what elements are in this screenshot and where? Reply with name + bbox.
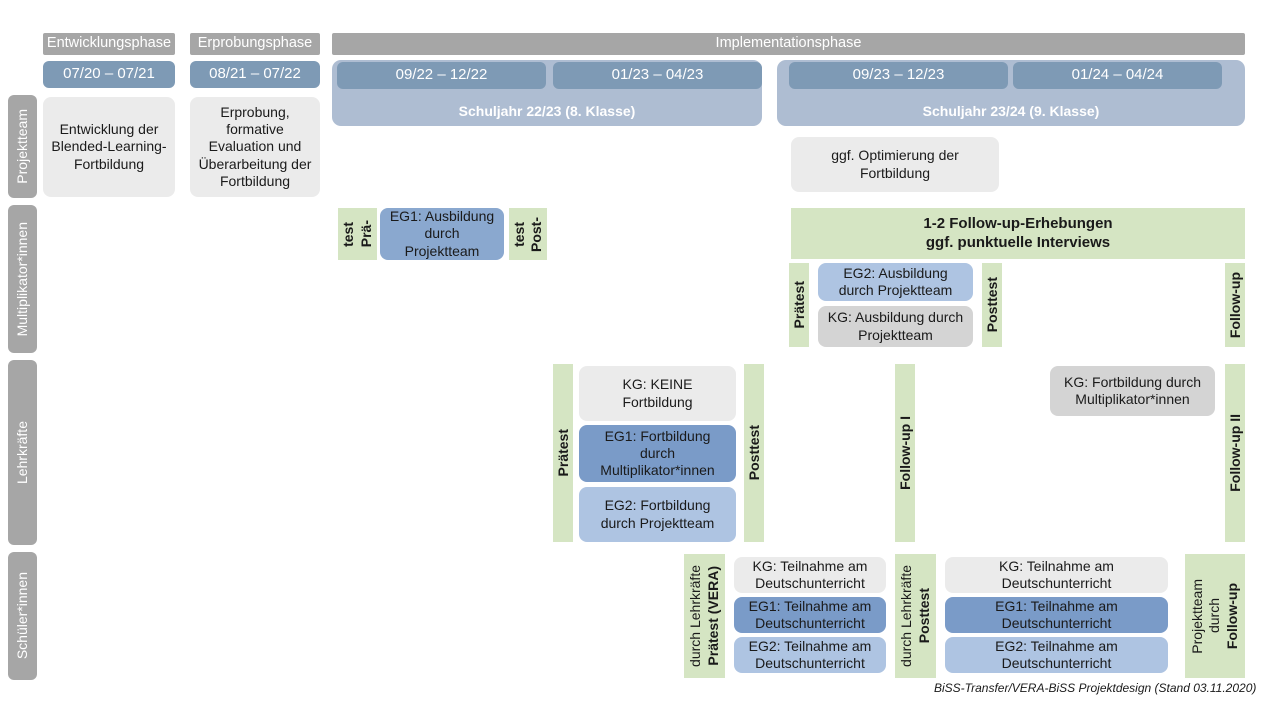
schueler-praetest-vera: Prätest (VERA) durch Lehrkräfte — [684, 554, 725, 678]
praetest-vera-bold: Prätest (VERA) — [704, 566, 721, 666]
multiplikatoren-posttest-2023: Posttest — [982, 263, 1002, 347]
multiplikatoren-followup-2023: Follow-up — [1225, 263, 1245, 347]
praetest-line1: Prä- — [357, 220, 374, 248]
lehrkraefte-kg-fortbildung-box: KG: Fortbildung durch Multiplikator*inne… — [1050, 366, 1215, 416]
projektteam-optimierung-box: ggf. Optimierung der Fortbildung — [791, 137, 999, 192]
period-label: 09/22 – 12/22 — [395, 66, 488, 84]
multiplikatoren-praetest-2022: Prä- test — [338, 208, 377, 260]
lehrkraefte-eg1-box: EG1: Fortbildung durch Multiplikator*inn… — [579, 425, 736, 482]
followup-sub2: Projektteam — [1189, 578, 1206, 654]
phase-caption-label: Implementationsphase — [715, 35, 862, 52]
posttest-sub: durch Lehrkräfte — [898, 565, 915, 667]
schueler-eg1-box-1: EG1: Teilnahme am Deutschunterricht — [734, 597, 886, 633]
period-label: 01/23 – 04/23 — [611, 66, 704, 84]
posttest-line2: test — [510, 221, 527, 247]
schueler-eg2-box-2: EG2: Teilnahme am Deutschunterricht — [945, 637, 1168, 673]
followup-sub1: durch — [1206, 598, 1223, 634]
multiplikatoren-followup-band: 1-2 Follow-up-Erhebungen ggf. punktuelle… — [791, 208, 1245, 259]
phase-caption-label: Erprobungsphase — [197, 35, 313, 52]
followup-band-line2: ggf. punktuelle Interviews — [925, 233, 1111, 251]
lehrkraefte-eg2-box: EG2: Fortbildung durch Projektteam — [579, 487, 736, 542]
period-label: 07/20 – 07/21 — [63, 65, 155, 83]
praetest-line2: test — [340, 221, 357, 247]
lehrkraefte-praetest: Prätest — [553, 364, 573, 542]
period-chip-0720-0721: 07/20 – 07/21 — [43, 61, 175, 88]
lehrkraefte-followup-1: Follow-up I — [895, 364, 915, 542]
posttest-line1: Post- — [528, 216, 544, 252]
followup-bold: Follow-up — [1223, 582, 1240, 650]
lehrkraefte-kg-keine-box: KG: KEINE Fortbildung — [579, 366, 736, 421]
period-chip-0923-1223: 09/23 – 12/23 — [789, 62, 1008, 89]
period-chip-0124-0424: 01/24 – 04/24 — [1013, 62, 1222, 89]
projektteam-erprobung-box: Erprobung, formative Evaluation und Über… — [190, 97, 320, 197]
period-label: 08/21 – 07/22 — [209, 65, 301, 83]
period-chip-0123-0423: 01/23 – 04/23 — [553, 62, 762, 89]
footer-note: BiSS-Transfer/VERA-BiSS Projektdesign (S… — [934, 681, 1257, 695]
schueler-eg2-box-1: EG2: Teilnahme am Deutschunterricht — [734, 637, 886, 673]
posttest-bold: Posttest — [915, 588, 932, 644]
multiplikatoren-posttest-2022: Post- test — [509, 208, 547, 260]
period-label: 09/23 – 12/23 — [852, 66, 945, 84]
phase-caption-entwicklungsphase: Entwicklungsphase — [43, 33, 175, 55]
projektteam-entwicklung-box: Entwicklung der Blended-Learning-Fortbil… — [43, 97, 175, 197]
schueler-kg-box-1: KG: Teilnahme am Deutschunterricht — [734, 557, 886, 593]
schueler-posttest: Posttest durch Lehrkräfte — [895, 554, 936, 678]
multiplikatoren-eg1-2022-box: EG1: Ausbildung durch Projektteam — [380, 208, 504, 260]
lehrkraefte-posttest: Posttest — [744, 364, 764, 542]
multiplikatoren-kg-2023-box: KG: Ausbildung durch Projektteam — [818, 306, 973, 347]
schueler-eg1-box-2: EG1: Teilnahme am Deutschunterricht — [945, 597, 1168, 633]
lehrkraefte-followup-2: Follow-up II — [1225, 364, 1245, 542]
period-label: 01/24 – 04/24 — [1071, 66, 1164, 84]
row-label-multiplikatorinnen: Multiplikator*innen — [8, 205, 37, 353]
school-year-label: Schuljahr 22/23 (8. Klasse) — [458, 102, 636, 119]
praetest-vera-sub: durch Lehrkräfte — [687, 565, 704, 667]
multiplikatoren-praetest-2023: Prätest — [789, 263, 809, 347]
row-label-schuelerinnen: Schüler*innen — [8, 552, 37, 680]
row-label-lehrkraefte: Lehrkräfte — [8, 360, 37, 545]
period-chip-0821-0722: 08/21 – 07/22 — [190, 61, 320, 88]
period-chip-0922-1222: 09/22 – 12/22 — [337, 62, 546, 89]
schueler-followup: Follow-up durch Projektteam — [1185, 554, 1245, 678]
school-year-label: Schuljahr 23/24 (9. Klasse) — [922, 102, 1100, 119]
phase-caption-implementationsphase: Implementationsphase — [332, 33, 1245, 55]
row-label-projektteam: Projektteam — [8, 95, 37, 198]
followup-band-line1: 1-2 Follow-up-Erhebungen — [923, 215, 1113, 233]
phase-caption-label: Entwicklungsphase — [46, 35, 172, 52]
schueler-kg-box-2: KG: Teilnahme am Deutschunterricht — [945, 557, 1168, 593]
multiplikatoren-eg2-2023-box: EG2: Ausbildung durch Projektteam — [818, 263, 973, 301]
phase-caption-erprobungsphase: Erprobungsphase — [190, 33, 320, 55]
